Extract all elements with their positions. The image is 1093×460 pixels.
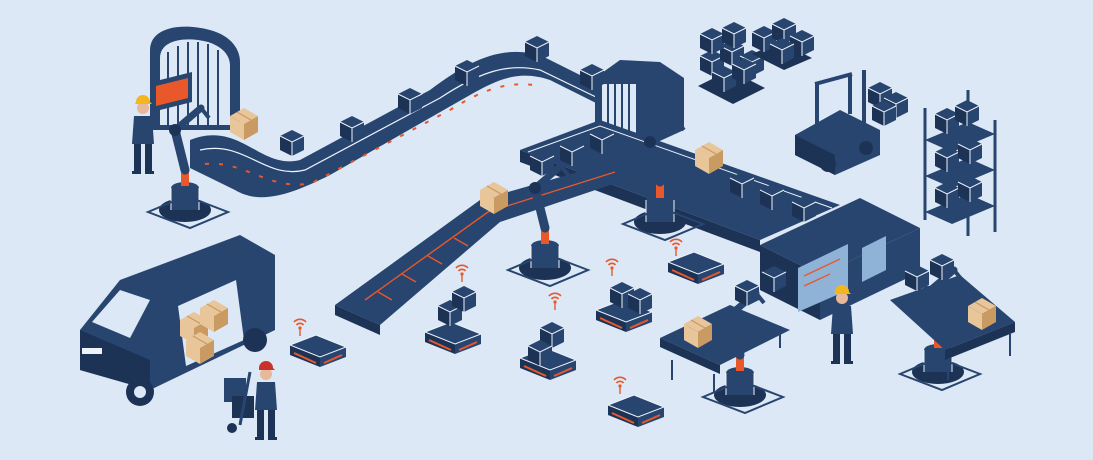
worker-icon-right (831, 285, 853, 364)
delivery-van-icon (80, 235, 275, 406)
robot-base-plates (145, 194, 983, 415)
hand-truck-icon (224, 371, 254, 433)
pallet-icon (698, 17, 815, 104)
storage-rack-icon (923, 90, 997, 236)
conveyor-belt-icon (190, 51, 610, 198)
ramp-conveyor (335, 160, 640, 335)
conveyor-belt-lower (660, 253, 1015, 374)
terminal-screen (152, 72, 192, 112)
forklift-icon (795, 70, 909, 175)
worker-icon (255, 361, 277, 440)
worker-icon-left (132, 95, 154, 174)
conveyor-supports (671, 326, 1011, 392)
